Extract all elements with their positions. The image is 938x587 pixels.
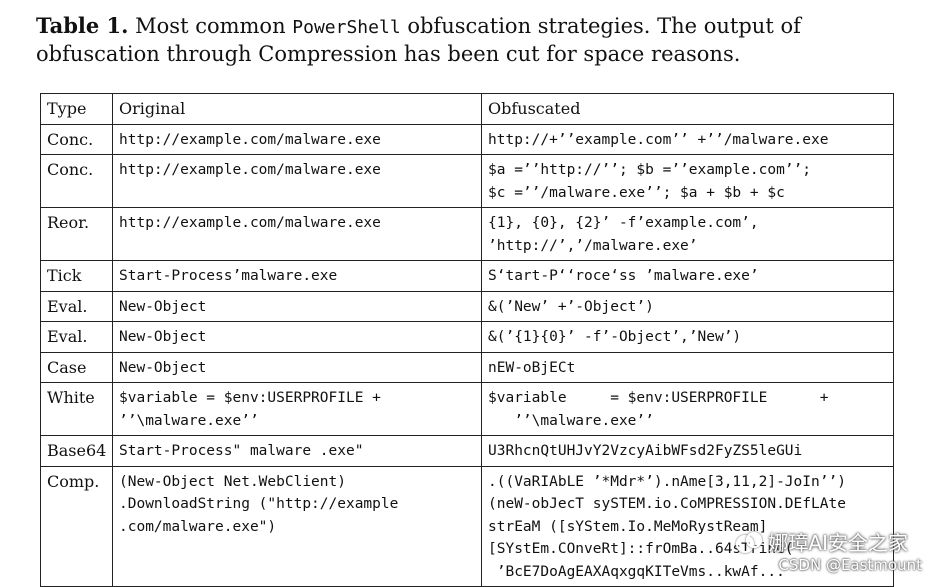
cell-original: $variable = $env:USERPROFILE + ’’\malwar… xyxy=(112,382,482,436)
cell-type: Base64 xyxy=(40,435,113,467)
cell-obfuscated: &(’{1}{0}’ -f’-Object’,’New’) xyxy=(481,321,894,353)
cell-type: White xyxy=(40,382,113,436)
watermark-sub-text: CSDN @Eastmount xyxy=(778,556,922,574)
cell-obfuscated: nEW-oBjECt xyxy=(481,351,894,383)
cell-type: Case xyxy=(40,351,113,383)
cell-obfuscated: $a =’’http://’’; $b =’’example.com’’; $c… xyxy=(481,154,894,208)
caption-text-post: obfuscation strategies. The output of ob… xyxy=(36,14,801,66)
cell-original: http://example.com/malware.exe xyxy=(112,154,482,208)
cell-original: http://example.com/malware.exe xyxy=(112,207,482,261)
cell-type: Comp. xyxy=(40,465,113,587)
cell-obfuscated: {1}, {0}, {2}’ -f’example.com’, ’http://… xyxy=(481,207,894,261)
cell-type: Reor. xyxy=(40,207,113,261)
cell-obfuscated: S‘tart-P‘‘roce‘ss ’malware.exe’ xyxy=(481,260,894,292)
cell-original: http://example.com/malware.exe xyxy=(112,123,482,155)
cell-original: Start-Process" malware .exe" xyxy=(112,435,482,467)
table-row: Eval. New-Object &(’New’ +’-Object’) xyxy=(40,290,894,322)
cell-obfuscated: U3RhcnQtUHJvY2VzcyAibWFsd2FyZS5leGUi xyxy=(481,435,894,467)
header-obfuscated: Obfuscated xyxy=(481,93,894,125)
cell-obfuscated: $variable = $env:USERPROFILE + ’’\malwar… xyxy=(481,382,894,436)
cell-original: New-Object xyxy=(112,321,482,353)
cell-type: Conc. xyxy=(40,154,113,208)
watermark: 娜璋AI安全之家 xyxy=(736,527,908,556)
table-row: Comp. (New-Object Net.WebClient) .Downlo… xyxy=(40,465,894,587)
caption-label: Table 1. xyxy=(36,13,129,38)
cell-type: Tick xyxy=(40,260,113,292)
cell-original: New-Object xyxy=(112,290,482,322)
cell-type: Eval. xyxy=(40,321,113,353)
cell-original: Start-Process’malware.exe xyxy=(112,260,482,292)
watermark-main-text: 娜璋AI安全之家 xyxy=(768,531,908,555)
header-original: Original xyxy=(112,93,482,125)
cell-obfuscated: http://+’’example.com’’ +’’/malware.exe xyxy=(481,123,894,155)
cell-type: Conc. xyxy=(40,123,113,155)
cell-type: Eval. xyxy=(40,290,113,322)
table-row: Case New-Object nEW-oBjECt xyxy=(40,351,894,383)
header-type: Type xyxy=(40,93,113,125)
wechat-icon xyxy=(736,531,763,553)
cell-original: (New-Object Net.WebClient) .DownloadStri… xyxy=(112,465,482,587)
table-row: Conc. http://example.com/malware.exe htt… xyxy=(40,123,894,155)
table-caption: Table 1. Most common PowerShell obfuscat… xyxy=(36,12,916,68)
cell-obfuscated: &(’New’ +’-Object’) xyxy=(481,290,894,322)
table-row: Reor. http://example.com/malware.exe {1}… xyxy=(40,207,894,261)
caption-text-pre: Most common xyxy=(128,14,293,38)
table-row: Base64 Start-Process" malware .exe" U3Rh… xyxy=(40,435,894,467)
obfuscation-table: Type Original Obfuscated Conc. http://ex… xyxy=(40,93,894,587)
table-row: Eval. New-Object &(’{1}{0}’ -f’-Object’,… xyxy=(40,321,894,353)
caption-code: PowerShell xyxy=(292,17,401,38)
table-row: White $variable = $env:USERPROFILE + ’’\… xyxy=(40,382,894,436)
table-row: Tick Start-Process’malware.exe S‘tart-P‘… xyxy=(40,260,894,292)
table-header-row: Type Original Obfuscated xyxy=(40,93,894,125)
cell-original: New-Object xyxy=(112,351,482,383)
cell-obfuscated: .((VaRIAbLE ’*Mdr*’).nAme[3,11,2]-JoIn’’… xyxy=(481,465,894,587)
table-row: Conc. http://example.com/malware.exe $a … xyxy=(40,154,894,208)
